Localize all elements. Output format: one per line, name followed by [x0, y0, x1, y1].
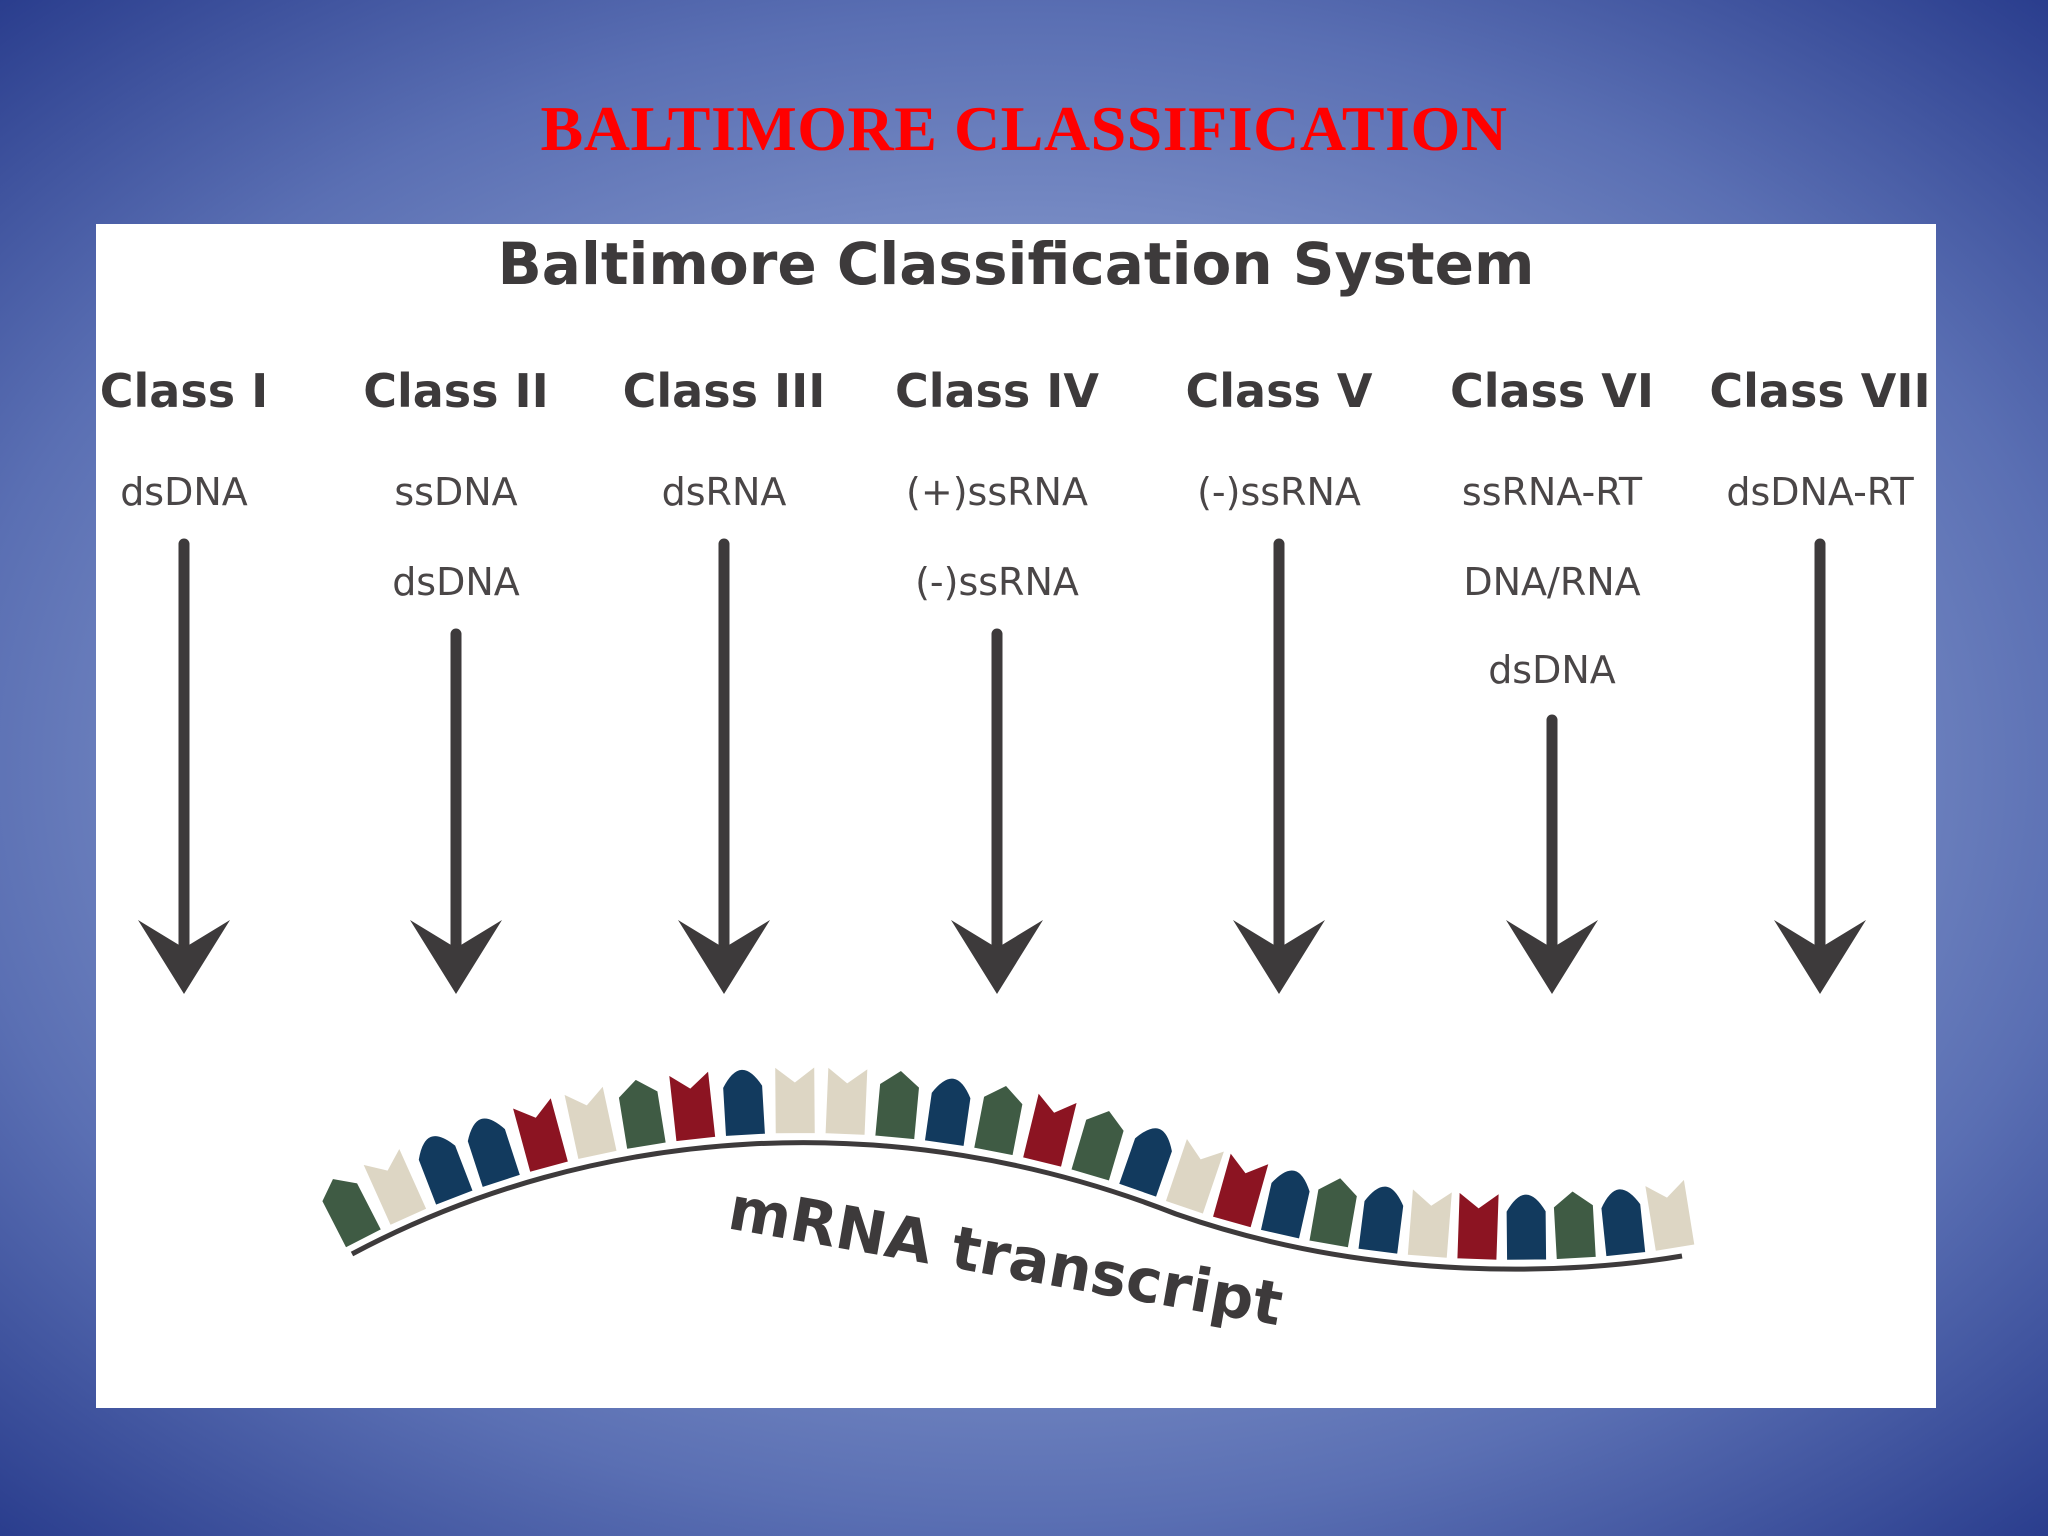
nucleotide-layer — [319, 1061, 1698, 1263]
slide-title: BALTIMORE CLASSIFICATION — [540, 93, 1508, 164]
nucleotide-block — [1209, 1147, 1273, 1231]
nucleotide-block — [615, 1076, 670, 1153]
nucleotide-block — [1019, 1087, 1081, 1171]
nucleotide-block — [508, 1091, 572, 1176]
arrow-head — [410, 920, 502, 994]
arrow-head — [1774, 920, 1866, 994]
nucleotide-block — [1115, 1125, 1176, 1201]
nucleotide-block — [1355, 1183, 1407, 1257]
nucleotide-block — [358, 1142, 431, 1229]
nucleotide-block — [1598, 1186, 1649, 1260]
genome-label: (-)ssRNA — [1197, 470, 1361, 514]
arrow-4 — [951, 628, 1043, 994]
nucleotide-block — [1067, 1107, 1127, 1185]
arrow-3 — [678, 538, 770, 994]
nucleotide-block — [1503, 1191, 1550, 1263]
nucleotide-block — [1550, 1187, 1599, 1263]
arrow-head — [1233, 920, 1325, 994]
nucleotide-block — [921, 1075, 974, 1150]
nucleotide-block — [1162, 1132, 1229, 1218]
diagram-panel: mRNA transcript Baltimore Classification… — [96, 224, 1936, 1408]
genome-label: dsDNA — [392, 560, 520, 604]
nucleotide-block — [464, 1115, 524, 1191]
class-name: Class V — [1185, 364, 1373, 418]
class-name: Class III — [622, 364, 826, 418]
arrow-head — [678, 920, 770, 994]
genome-label: dsDNA-RT — [1726, 470, 1914, 514]
nucleotide-block — [1257, 1167, 1313, 1243]
nucleotide-block — [1306, 1174, 1361, 1251]
nucleotide-block — [1454, 1186, 1502, 1263]
nucleotide-block — [1641, 1173, 1698, 1255]
arrow-head — [951, 920, 1043, 994]
class-name: Class II — [363, 364, 549, 418]
baltimore-diagram: mRNA transcript — [138, 538, 1866, 1340]
arrows-layer — [138, 538, 1866, 994]
nucleotide-block — [1404, 1183, 1456, 1261]
nucleotide-block — [822, 1061, 871, 1138]
genome-label: dsRNA — [661, 470, 787, 514]
arrow-head — [1506, 920, 1598, 994]
class-name: Class VI — [1449, 364, 1655, 418]
mrna-backbone — [350, 1140, 1683, 1272]
genome-label: ssRNA-RT — [1461, 470, 1643, 514]
genome-label: DNA/RNA — [1463, 560, 1641, 604]
nucleotide-block — [319, 1175, 385, 1252]
nucleotide-block — [772, 1061, 818, 1137]
arrow-2 — [410, 628, 502, 994]
class-name: Class I — [99, 364, 269, 418]
nucleotide-block — [560, 1080, 621, 1163]
class-name: Class IV — [894, 364, 1100, 418]
class-name: Class VII — [1709, 364, 1931, 418]
genome-label: dsDNA — [120, 470, 248, 514]
nucleotide-block — [665, 1065, 719, 1145]
genome-label: ssDNA — [394, 470, 518, 514]
nucleotide-block — [872, 1067, 923, 1143]
arrow-7 — [1774, 538, 1866, 994]
arrow-head — [138, 920, 230, 994]
arrow-6 — [1506, 714, 1598, 994]
arrow-1 — [138, 538, 230, 994]
nucleotide-block — [970, 1082, 1026, 1159]
nucleotide-block — [415, 1133, 477, 1209]
genome-label: (+)ssRNA — [906, 470, 1088, 514]
arrow-5 — [1233, 538, 1325, 994]
nucleotide-block — [720, 1066, 769, 1140]
system-title: Baltimore Classification System — [497, 230, 1535, 298]
genome-label: dsDNA — [1488, 648, 1616, 692]
genome-label: (-)ssRNA — [915, 560, 1079, 604]
